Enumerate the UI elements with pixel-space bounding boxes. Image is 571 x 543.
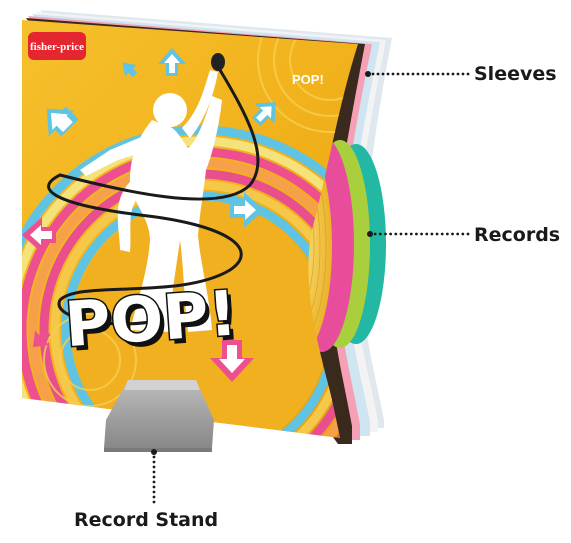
sleeves-label: Sleeves — [474, 63, 557, 85]
leader-dot — [392, 73, 395, 76]
leader-dot — [412, 73, 415, 76]
stand-leader — [151, 449, 157, 503]
leader-dot — [387, 73, 390, 76]
svg-text:POP!: POP! — [63, 276, 240, 361]
cover-big-title: POP! POP! — [63, 276, 244, 366]
fisher-price-logo: fisher-price — [28, 32, 86, 60]
leader-dot — [417, 73, 420, 76]
leader-dot — [456, 233, 459, 236]
leader-dot — [153, 466, 156, 469]
leader-dot — [457, 73, 460, 76]
leader-dot — [153, 461, 156, 464]
leader-dot — [447, 73, 450, 76]
leader-dot — [400, 233, 403, 236]
leader-dot — [377, 73, 380, 76]
leader-dot — [379, 233, 382, 236]
leader-dot — [437, 73, 440, 76]
leader-dot — [441, 233, 444, 236]
records-label: Records — [474, 224, 560, 246]
leader-dot — [427, 73, 430, 76]
leader-dot — [467, 233, 470, 236]
leader-dot — [407, 73, 410, 76]
leader-dot — [153, 476, 156, 479]
leader-dot — [153, 456, 156, 459]
leader-dot — [372, 73, 375, 76]
leader-dot — [153, 496, 156, 499]
leader-dot — [467, 73, 470, 76]
leader-dot — [389, 233, 392, 236]
leader-dot — [153, 501, 156, 504]
leader-dot — [382, 73, 385, 76]
leader-dot — [422, 73, 425, 76]
leader-dot — [425, 233, 428, 236]
leader-dot — [410, 233, 413, 236]
leader-dot — [436, 233, 439, 236]
leader-dot — [442, 73, 445, 76]
leader-dot — [374, 233, 377, 236]
leader-dot — [153, 486, 156, 489]
leader-dot — [153, 481, 156, 484]
leader-dot — [415, 233, 418, 236]
leader-dot — [446, 233, 449, 236]
leader-dot — [461, 233, 464, 236]
leader-dot — [402, 73, 405, 76]
leader-dot — [397, 73, 400, 76]
record-stand-label: Record Stand — [74, 509, 218, 531]
leader-dot — [394, 233, 397, 236]
leader-dot — [420, 233, 423, 236]
svg-text:fisher-price: fisher-price — [30, 41, 84, 53]
leader-dot — [451, 233, 454, 236]
cover-small-title: POP! — [292, 72, 324, 87]
leader-dot — [462, 73, 465, 76]
leader-dot — [452, 73, 455, 76]
leader-dot — [432, 73, 435, 76]
leader-dot — [153, 471, 156, 474]
leader-dot — [405, 233, 408, 236]
leader-dot — [384, 233, 387, 236]
leader-dot — [430, 233, 433, 236]
leader-dot — [153, 491, 156, 494]
